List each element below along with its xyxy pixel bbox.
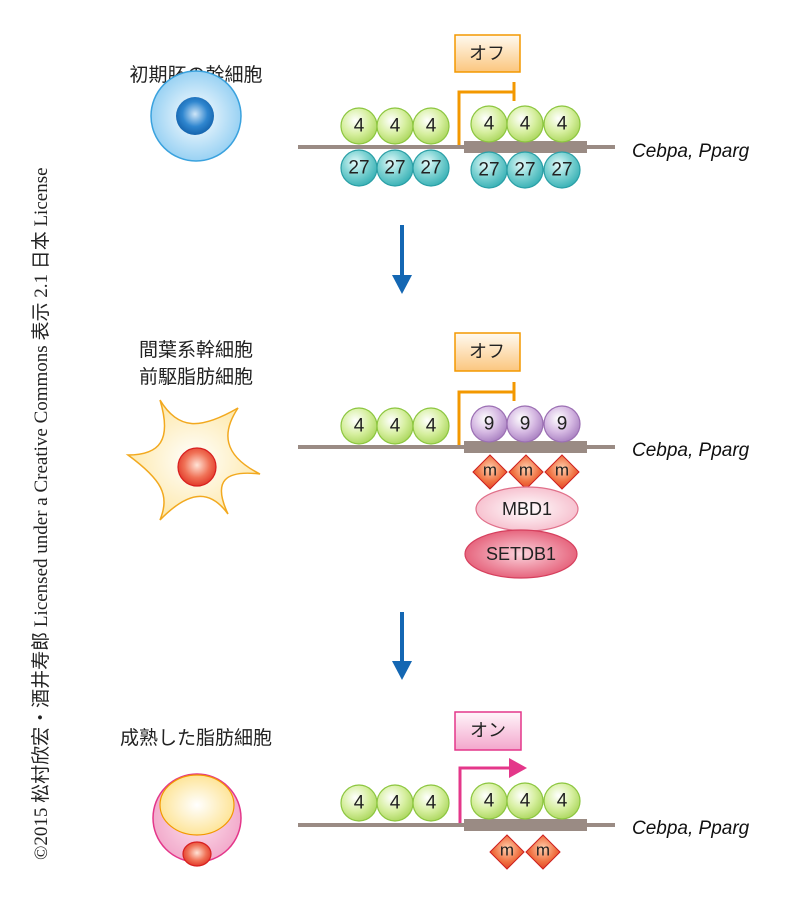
active-promoter-icon (458, 766, 512, 824)
methyl-label: m (519, 461, 533, 480)
dna-methylation-mark: m (544, 454, 580, 490)
histone-mark-h3k4: 4 (543, 782, 581, 820)
cell-label: 間葉系幹細胞 (139, 339, 253, 361)
dna-methylation-mark: m (508, 454, 544, 490)
gene-label: Cebpa, Pparg (632, 440, 750, 461)
protein-label: SETDB1 (486, 544, 556, 564)
histone-mark-h3k4: 4 (340, 107, 378, 145)
cell-label: 前駆脂肪細胞 (139, 366, 253, 388)
down-arrow-icon (392, 612, 412, 680)
state-label: オン (470, 721, 506, 742)
histone-mark-h3k4: 4 (412, 784, 450, 822)
mark-label: 9 (520, 414, 531, 435)
stage-mature-adipocyte: 成熟した脂肪細胞 オン Cebpa, Pparg 4 4 4 4 4 4 m m (120, 711, 750, 870)
gene-region (464, 141, 587, 153)
mark-label: 4 (484, 114, 495, 135)
dna-methylation-mark: m (489, 834, 525, 870)
histone-mark-h3k4: 4 (376, 407, 414, 445)
state-box-on: オン (454, 711, 522, 751)
histone-mark-h3k4: 4 (506, 105, 544, 143)
histone-mark-h3k4: 4 (376, 784, 414, 822)
methyl-label: m (500, 841, 514, 860)
protein-mbd1: MBD1 (475, 486, 579, 532)
mark-label: 4 (354, 416, 365, 437)
histone-mark-h3k9: 9 (506, 405, 544, 443)
gene-label: Cebpa, Pparg (632, 141, 750, 162)
mark-label: 9 (557, 414, 568, 435)
mature-adipocyte-icon (152, 773, 242, 867)
histone-mark-h3k4: 4 (340, 407, 378, 445)
repressed-promoter-icon (457, 390, 514, 446)
protein-label: MBD1 (502, 499, 552, 519)
gene-label: Cebpa, Pparg (632, 818, 750, 839)
methyl-label: m (555, 461, 569, 480)
methyl-label: m (536, 841, 550, 860)
histone-mark-h3k4: 4 (412, 407, 450, 445)
histone-mark-h3k27: 27 (543, 151, 581, 189)
gene-region (464, 441, 587, 453)
histone-mark-h3k27: 27 (376, 149, 414, 187)
mark-label: 4 (557, 114, 568, 135)
state-box-off: オフ (454, 34, 521, 73)
histone-mark-h3k9: 9 (543, 405, 581, 443)
cell-label: 成熟した脂肪細胞 (120, 727, 272, 749)
mark-label: 9 (484, 414, 495, 435)
repressed-promoter-icon (457, 90, 514, 146)
histone-mark-h3k4: 4 (470, 782, 508, 820)
state-label: オフ (469, 44, 505, 65)
mark-label: 4 (390, 116, 401, 137)
dna-methylation-mark: m (525, 834, 561, 870)
protein-setdb1: SETDB1 (464, 529, 578, 579)
histone-mark-h3k4: 4 (376, 107, 414, 145)
embryonic-stem-cell-icon (150, 70, 242, 162)
histone-mark-h3k4: 4 (340, 784, 378, 822)
mark-label: 4 (354, 793, 365, 814)
methyl-label: m (483, 461, 497, 480)
mark-label: 27 (551, 160, 572, 181)
mark-label: 4 (484, 791, 495, 812)
histone-mark-h3k27: 27 (506, 151, 544, 189)
histone-mark-h3k27: 27 (470, 151, 508, 189)
histone-mark-h3k27: 27 (340, 149, 378, 187)
stage-preadipocyte: 間葉系幹細胞 前駆脂肪細胞 オフ Cebpa, Pparg 4 4 4 9 9 … (125, 332, 750, 579)
preadipocyte-icon (125, 399, 261, 521)
histone-mark-h3k27: 27 (412, 149, 450, 187)
copyright-notice: ©2015 松村欣宏・酒井寿郎 Licensed under a Creativ… (30, 167, 52, 860)
mark-label: 27 (478, 160, 499, 181)
dna-methylation-mark: m (472, 454, 508, 490)
mark-label: 27 (384, 158, 405, 179)
histone-mark-h3k4: 4 (412, 107, 450, 145)
mark-label: 4 (354, 116, 365, 137)
mark-label: 4 (390, 793, 401, 814)
mark-label: 4 (520, 114, 531, 135)
mark-label: 27 (514, 160, 535, 181)
histone-mark-h3k9: 9 (470, 405, 508, 443)
mark-label: 4 (557, 791, 568, 812)
mark-label: 4 (426, 416, 437, 437)
mark-label: 27 (348, 158, 369, 179)
state-box-off: オフ (454, 332, 521, 372)
mark-label: 4 (426, 116, 437, 137)
down-arrow-icon (392, 225, 412, 294)
mark-label: 4 (390, 416, 401, 437)
histone-mark-h3k4: 4 (506, 782, 544, 820)
histone-mark-h3k4: 4 (543, 105, 581, 143)
mark-label: 27 (420, 158, 441, 179)
stage-embryonic-stem-cell: 初期胚の幹細胞 オフ Cebpa, Pparg 4 4 4 27 27 27 4… (129, 34, 750, 189)
state-label: オフ (469, 342, 505, 363)
gene-region (464, 819, 587, 831)
histone-mark-h3k4: 4 (470, 105, 508, 143)
mark-label: 4 (520, 791, 531, 812)
mark-label: 4 (426, 793, 437, 814)
transcription-arrow-icon (509, 758, 527, 778)
